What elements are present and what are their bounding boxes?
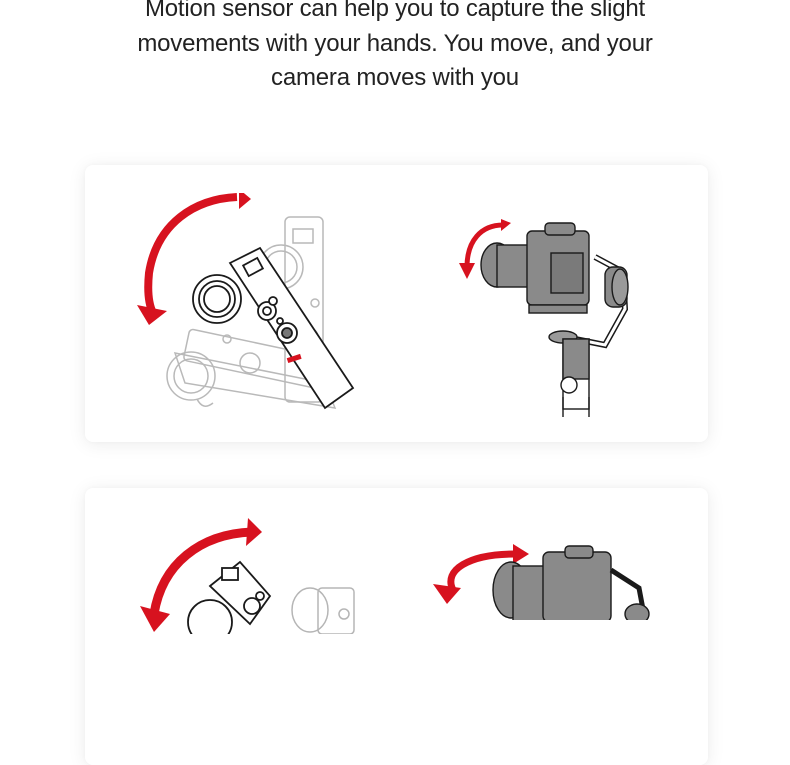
motion-sensor-pan-illustration — [140, 514, 380, 634]
ghost-sensor-flat — [166, 328, 337, 409]
main-sensor — [187, 560, 272, 634]
intro-text: Motion sensor can help you to capture th… — [137, 0, 653, 91]
ghost-sensor — [291, 587, 355, 634]
red-indicator — [286, 353, 302, 364]
main-sensor — [192, 246, 355, 410]
tilt-arrow-icon — [459, 219, 511, 279]
camera — [492, 545, 650, 620]
camera — [480, 222, 590, 314]
gimbal-tilt-illustration — [455, 217, 655, 417]
tilt-arrow-icon — [137, 193, 251, 325]
feature-card-tilt — [85, 165, 708, 442]
motion-sensor-tilt-illustration — [135, 193, 375, 418]
pan-arrow-icon — [433, 544, 529, 604]
handle — [548, 330, 590, 417]
feature-card-pan — [85, 488, 708, 765]
gimbal-pan-illustration — [425, 540, 665, 620]
